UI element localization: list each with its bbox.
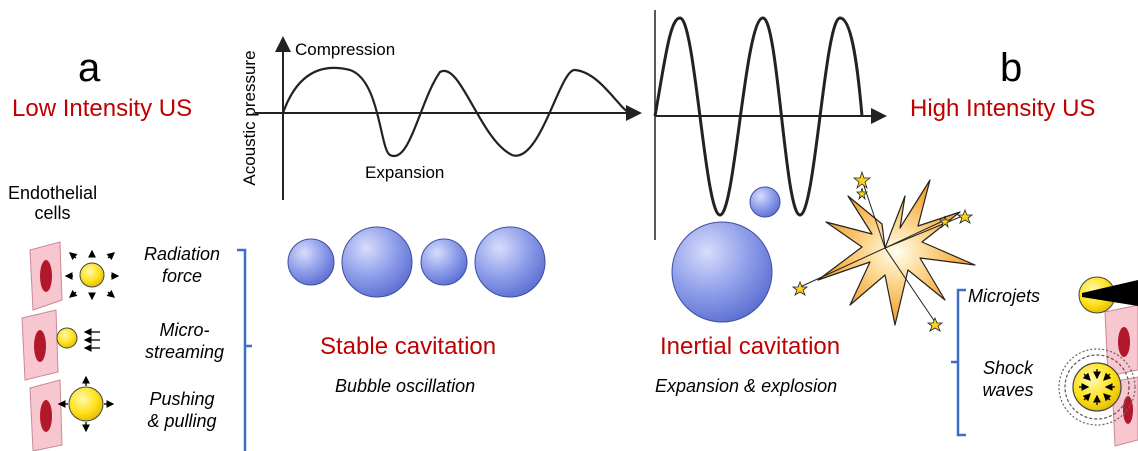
endothelial-cells-high: [1104, 304, 1138, 447]
shock-waves-label: Shock waves: [982, 358, 1034, 400]
high-intensity-wave: [653, 16, 864, 217]
pushing-pulling-particle: [57, 375, 115, 433]
effects-bracket-high: [951, 288, 966, 437]
radiation-force-particle: [64, 249, 120, 301]
micro-streaming-label: Micro- streaming: [144, 320, 225, 362]
low-intensity-wave: [281, 66, 631, 158]
expansion-label: Expansion: [365, 163, 445, 182]
small-bubble: [749, 186, 781, 218]
compression-label: Compression: [295, 40, 396, 59]
acoustic-pressure-axis-label: Acoustic pressure: [240, 50, 259, 186]
stable-cavitation-title: Stable cavitation: [320, 333, 497, 360]
inertial-bubbles: [671, 186, 781, 323]
bubble: [287, 238, 335, 286]
stable-bubbles: [287, 226, 546, 298]
stable-cavitation-subtitle: Bubble oscillation: [335, 376, 476, 396]
endothelial-cells: [21, 241, 63, 451]
panel-a-title: Low Intensity US: [12, 95, 193, 122]
effects-bracket-low: [237, 248, 252, 451]
radiation-force-label: Radiation force: [143, 244, 221, 286]
pushing-pulling-label: Pushing & pulling: [147, 389, 217, 431]
low-intensity-wave-graph: [255, 36, 642, 200]
inertial-cavitation-subtitle: Expansion & explosion: [655, 376, 838, 396]
micro-streaming-particle: [56, 327, 100, 352]
bubble: [341, 226, 413, 298]
microjet-particle: [1078, 276, 1138, 314]
bubble: [474, 226, 546, 298]
endothelial-cells-label: Endothelial cells: [8, 183, 98, 223]
microjets-label: Microjets: [968, 286, 1041, 306]
panel-a-letter: a: [78, 46, 101, 90]
shock-wave-particle: [1058, 348, 1136, 426]
bubble: [420, 238, 468, 286]
high-intensity-wave-graph: [653, 10, 887, 240]
panel-b-letter: b: [1000, 46, 1023, 90]
inertial-cavitation-title: Inertial cavitation: [660, 333, 841, 360]
panel-b-title: High Intensity US: [910, 95, 1096, 122]
bubble-explosion-icon: [791, 170, 976, 332]
large-bubble: [671, 221, 773, 323]
